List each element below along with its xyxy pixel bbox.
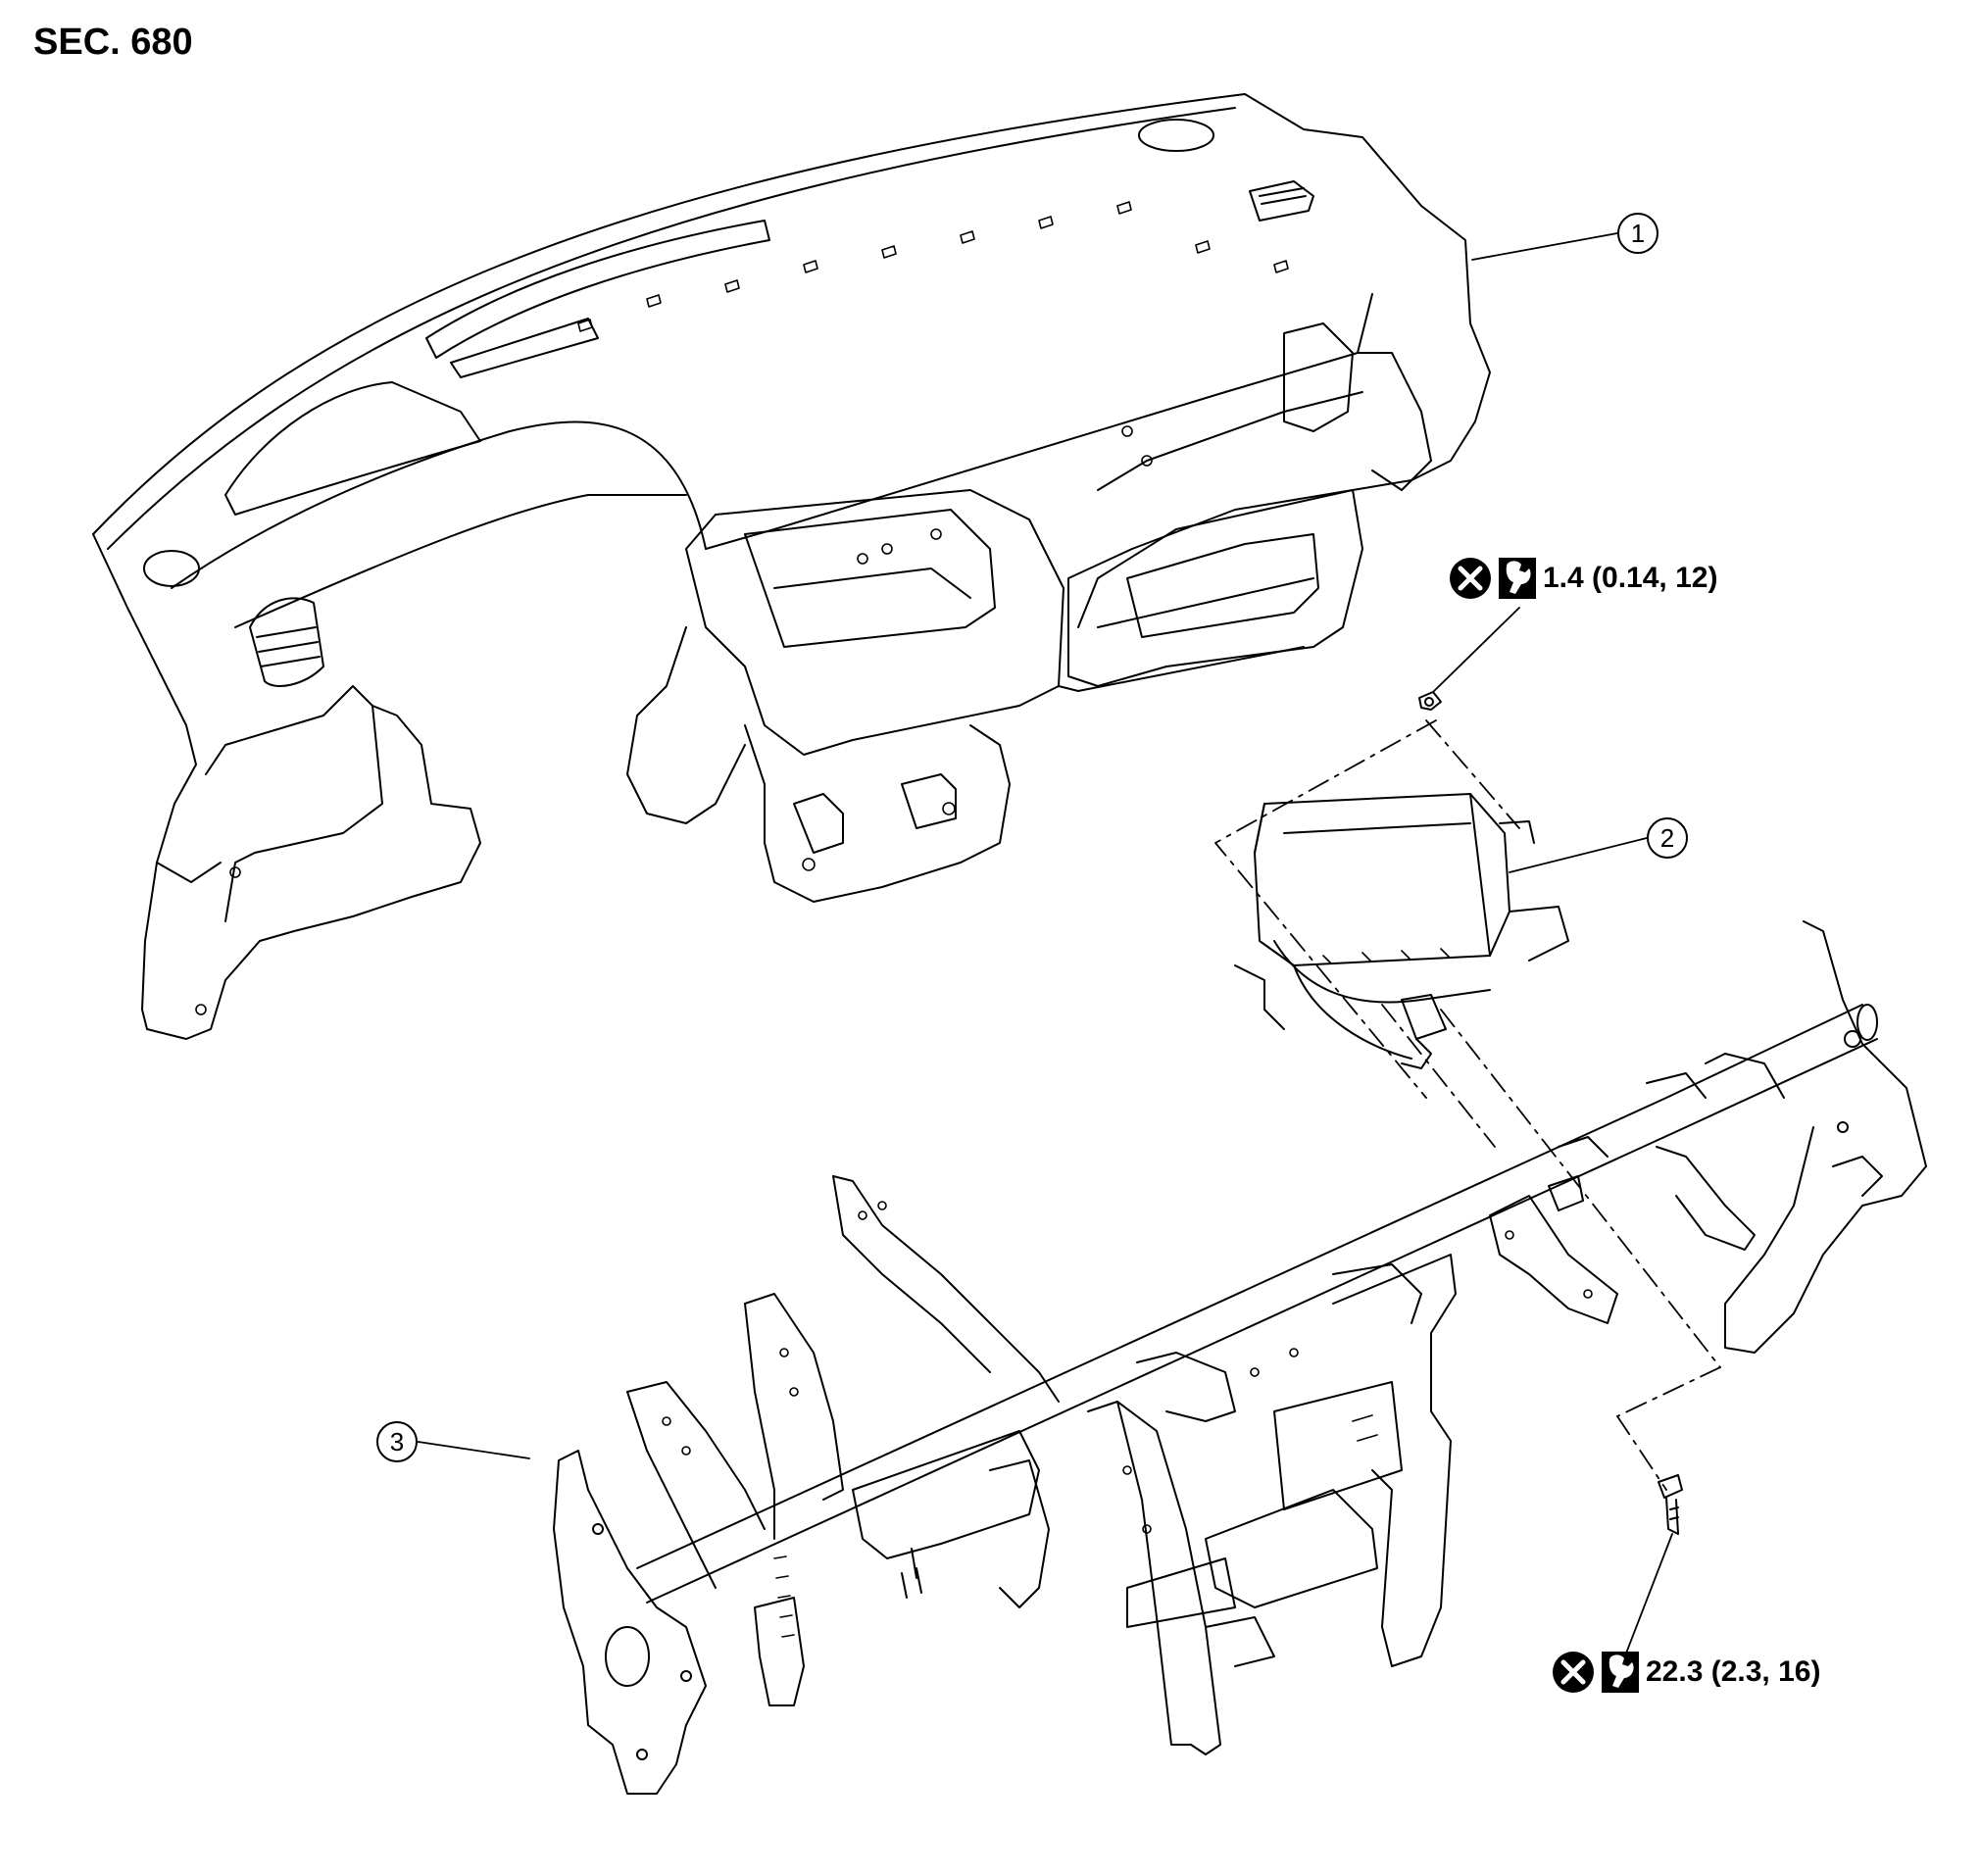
instrument-panel (92, 93, 1491, 1040)
torque-value-lower: 22.3 (2.3, 16) (1646, 1655, 1821, 1688)
leader-lines (411, 232, 1673, 1677)
torque-value-upper: 1.4 (0.14, 12) (1543, 562, 1718, 594)
torque-wrench-icon (1602, 1652, 1639, 1693)
callout-3: 3 (376, 1421, 418, 1462)
callout-1: 1 (1617, 213, 1658, 254)
torque-wrench-icon (1499, 558, 1536, 599)
section-title: SEC. 680 (33, 22, 193, 63)
steering-member (553, 920, 1927, 1795)
torque-spec-upper: 1.4 (0.14, 12) (1449, 557, 1717, 600)
bolt-lower (1658, 1474, 1683, 1535)
passenger-air-bag-module (1234, 793, 1569, 1069)
torque-spec-lower: 22.3 (2.3, 16) (1552, 1651, 1820, 1694)
replace-icon (1450, 558, 1491, 599)
callout-2: 2 (1647, 817, 1688, 859)
bolt-upper (1418, 691, 1442, 711)
replace-icon (1553, 1652, 1594, 1693)
assembly-guide-lines (1214, 719, 1721, 1491)
